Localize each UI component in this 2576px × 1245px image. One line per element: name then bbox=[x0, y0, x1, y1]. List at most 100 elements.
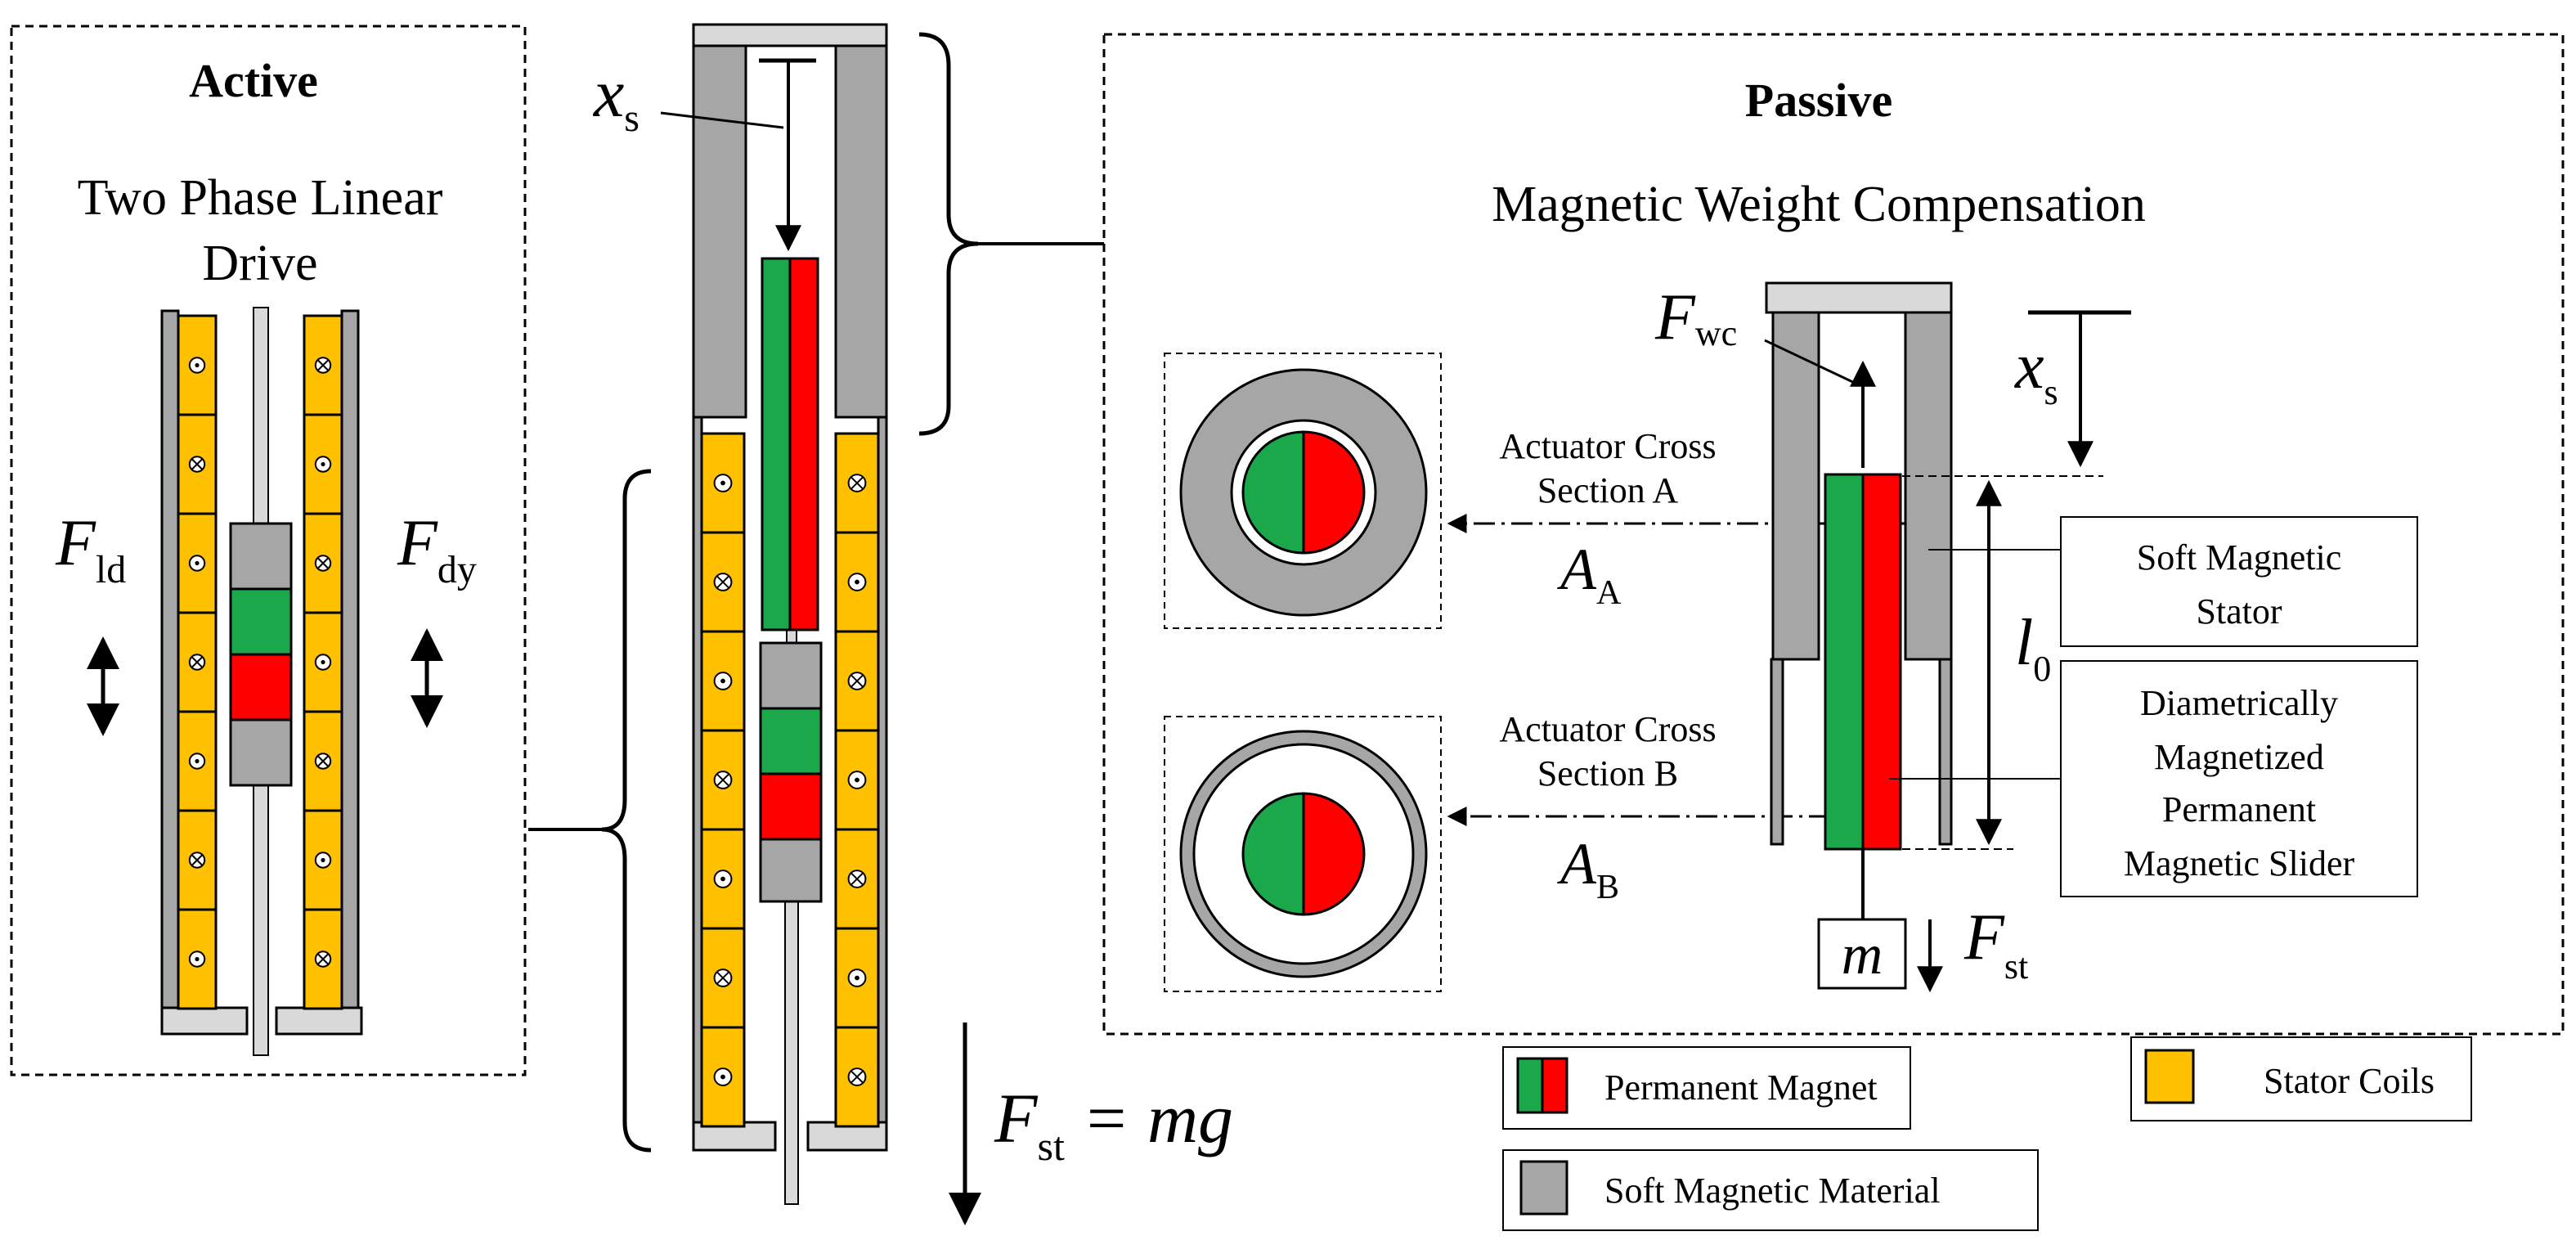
current-out-dot bbox=[195, 758, 200, 764]
current-out-dot bbox=[720, 1074, 725, 1080]
current-out-dot bbox=[720, 480, 725, 486]
passive-panel-border bbox=[1102, 33, 2565, 1036]
current-out-dot bbox=[855, 579, 859, 585]
legend-stator-coils-swatch bbox=[2144, 1049, 2195, 1104]
current-in-cross bbox=[716, 971, 729, 985]
active-slider-top bbox=[229, 522, 293, 591]
slider-label-box bbox=[2060, 660, 2418, 897]
passive-mass-label: m bbox=[1842, 924, 1883, 987]
center-magnet-red bbox=[788, 257, 819, 631]
coil-segment bbox=[303, 611, 343, 713]
section-b-symbol: AB bbox=[1557, 831, 1619, 906]
center-slider-red bbox=[759, 772, 823, 841]
stator-label-box bbox=[2060, 516, 2418, 647]
center-rod bbox=[784, 899, 799, 1205]
l0-label: l0 bbox=[2015, 607, 2051, 689]
active-housing-left bbox=[160, 309, 180, 1009]
section-b-label-line1: Actuator Cross bbox=[1499, 709, 1716, 749]
center-coils-right bbox=[834, 432, 880, 1128]
active-slider-green bbox=[229, 587, 293, 656]
active-housing-right bbox=[340, 309, 360, 1009]
current-in-cross bbox=[850, 1070, 864, 1084]
legend-soft-magnetic-label: Soft Magnetic Material bbox=[1604, 1171, 1941, 1211]
current-in-cross bbox=[191, 458, 203, 470]
passive-panel: Passive Magnetic Weight Compensation Act… bbox=[1102, 33, 2565, 1036]
center-stator-left bbox=[692, 44, 747, 419]
current-out-dot bbox=[195, 362, 200, 368]
center-actuator: xs Fst = mg bbox=[592, 23, 1233, 1225]
center-slider-bottom bbox=[759, 838, 823, 903]
legend: Permanent Magnet Stator Coils Soft Magne… bbox=[1502, 1036, 2472, 1231]
fwc-leader bbox=[1764, 339, 1859, 386]
passive-xs-label: xs bbox=[2014, 330, 2058, 412]
section-b-frame bbox=[1164, 716, 1442, 992]
stator-label-line1: Soft Magnetic bbox=[2137, 537, 2342, 578]
coil-segment bbox=[177, 908, 218, 1010]
coil-segment bbox=[303, 314, 343, 416]
stator-label-line2: Stator bbox=[2196, 591, 2282, 631]
active-subtitle-line2: Drive bbox=[202, 236, 317, 291]
current-in-cross bbox=[850, 476, 864, 490]
section-a-symbol: AA bbox=[1557, 537, 1622, 612]
passive-housing-right bbox=[1938, 658, 1953, 846]
active-panel: Active Two Phase Linear Drive Fld Fdy bbox=[10, 25, 527, 1076]
center-top-cap bbox=[692, 23, 888, 47]
active-panel-border bbox=[10, 25, 527, 1076]
current-in-cross bbox=[191, 854, 203, 866]
active-end-cap-left bbox=[160, 1006, 249, 1036]
passive-stator-right bbox=[1904, 311, 1953, 661]
current-in-cross bbox=[317, 953, 329, 965]
current-out-dot bbox=[321, 659, 325, 665]
current-out-dot bbox=[720, 678, 725, 684]
current-in-cross bbox=[716, 575, 729, 589]
slider-label-line2: Magnetized bbox=[2154, 737, 2324, 777]
section-b-magnet-red bbox=[1302, 792, 1366, 916]
active-end-cap-right bbox=[275, 1006, 363, 1036]
legend-permanent-magnet-box bbox=[1502, 1046, 1911, 1130]
passive-fst-label: Fst bbox=[1963, 901, 2028, 987]
active-subtitle-line1: Two Phase Linear bbox=[78, 170, 443, 226]
center-slider-green bbox=[759, 707, 823, 775]
passive-title: Passive bbox=[1745, 74, 1892, 127]
current-in-cross bbox=[317, 557, 329, 569]
force-dy-label: Fdy bbox=[397, 507, 477, 591]
active-coils-right bbox=[303, 314, 343, 1010]
current-out-dot bbox=[195, 560, 200, 566]
section-a-label-line1: Actuator Cross bbox=[1499, 426, 1716, 466]
legend-soft-magnetic-box bbox=[1502, 1149, 2039, 1231]
current-in-cross bbox=[716, 773, 729, 787]
legend-permanent-magnet-swatch-red bbox=[1541, 1057, 1568, 1114]
center-stator-right bbox=[834, 44, 888, 419]
center-xs-label: xs bbox=[592, 56, 640, 140]
passive-stator-left bbox=[1771, 311, 1820, 661]
force-ld-label: Fld bbox=[55, 507, 126, 591]
center-rod-link bbox=[786, 629, 797, 644]
current-out-dot bbox=[720, 876, 725, 882]
slider-label-line3: Permanent bbox=[2162, 789, 2316, 829]
current-out-dot bbox=[855, 975, 859, 981]
center-fst-label: Fst = mg bbox=[994, 1079, 1233, 1169]
slider-label-line1: Diametrically bbox=[2140, 683, 2338, 723]
coil-segment bbox=[177, 710, 218, 812]
slider-label-line4: Magnetic Slider bbox=[2124, 843, 2355, 883]
upper-brace bbox=[918, 32, 979, 436]
legend-permanent-magnet-swatch-green bbox=[1516, 1057, 1544, 1114]
passive-magnet-green bbox=[1824, 473, 1865, 851]
active-title: Active bbox=[189, 54, 318, 107]
current-in-cross bbox=[317, 755, 329, 767]
fwc-label: Fwc bbox=[1654, 281, 1737, 353]
current-in-cross bbox=[850, 674, 864, 688]
current-out-dot bbox=[855, 777, 859, 783]
current-out-dot bbox=[321, 461, 325, 467]
passive-top-cap bbox=[1765, 281, 1953, 314]
section-a-label-line2: Section A bbox=[1537, 470, 1679, 510]
center-xs-leader bbox=[660, 111, 784, 129]
current-out-dot bbox=[321, 857, 325, 863]
legend-stator-coils-label: Stator Coils bbox=[2264, 1061, 2435, 1101]
current-in-cross bbox=[191, 656, 203, 668]
lower-brace bbox=[601, 469, 652, 1153]
passive-subtitle: Magnetic Weight Compensation bbox=[1492, 177, 2146, 232]
section-a-magnet-red bbox=[1302, 430, 1366, 555]
center-slider-top bbox=[759, 641, 823, 710]
